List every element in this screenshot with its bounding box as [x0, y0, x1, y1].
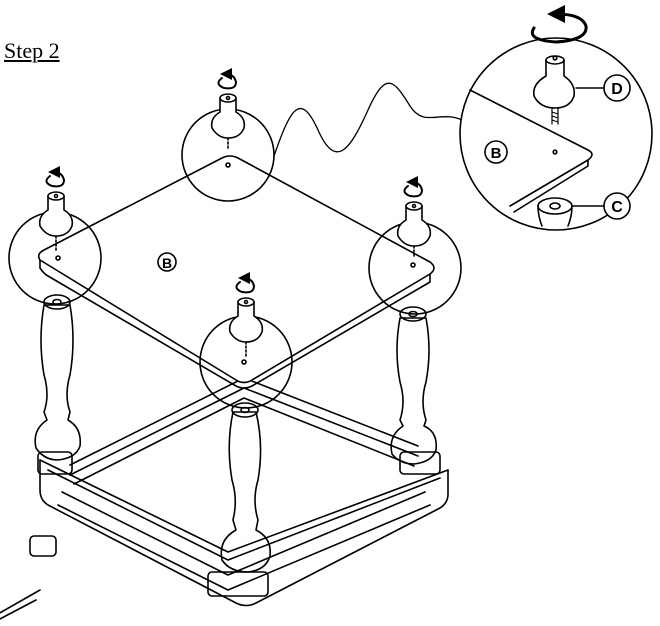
- apron-frame: [0, 377, 449, 620]
- rotate-arrow-icon: [235, 272, 255, 294]
- tabletop-panel: [37, 155, 435, 389]
- finial-right: [396, 201, 432, 259]
- leg-back: [220, 402, 272, 573]
- leg-right: [390, 306, 438, 465]
- finial-back: [210, 93, 246, 151]
- finial-front: [228, 297, 264, 357]
- detail-tabletop-label-circle: [484, 140, 508, 164]
- step-title: Step 2: [4, 38, 60, 63]
- finial-left: [38, 191, 74, 251]
- part-c-label: C: [611, 199, 623, 216]
- part-d-label-circle: [603, 74, 631, 102]
- rotate-arrow-icon: [45, 166, 65, 188]
- tabletop-label: B: [162, 255, 172, 271]
- detail-connector-line: [273, 82, 463, 157]
- rotate-arrow-icon: [217, 68, 237, 90]
- detail-tabletop-label: B: [491, 145, 502, 162]
- part-d-label: D: [611, 81, 623, 98]
- leg-left: [34, 294, 82, 461]
- rotate-arrow-icon: [403, 176, 423, 198]
- part-c-label-circle: [603, 192, 631, 220]
- tabletop-label-circle: [157, 252, 177, 272]
- rotate-arrow-large-icon: [530, 5, 588, 44]
